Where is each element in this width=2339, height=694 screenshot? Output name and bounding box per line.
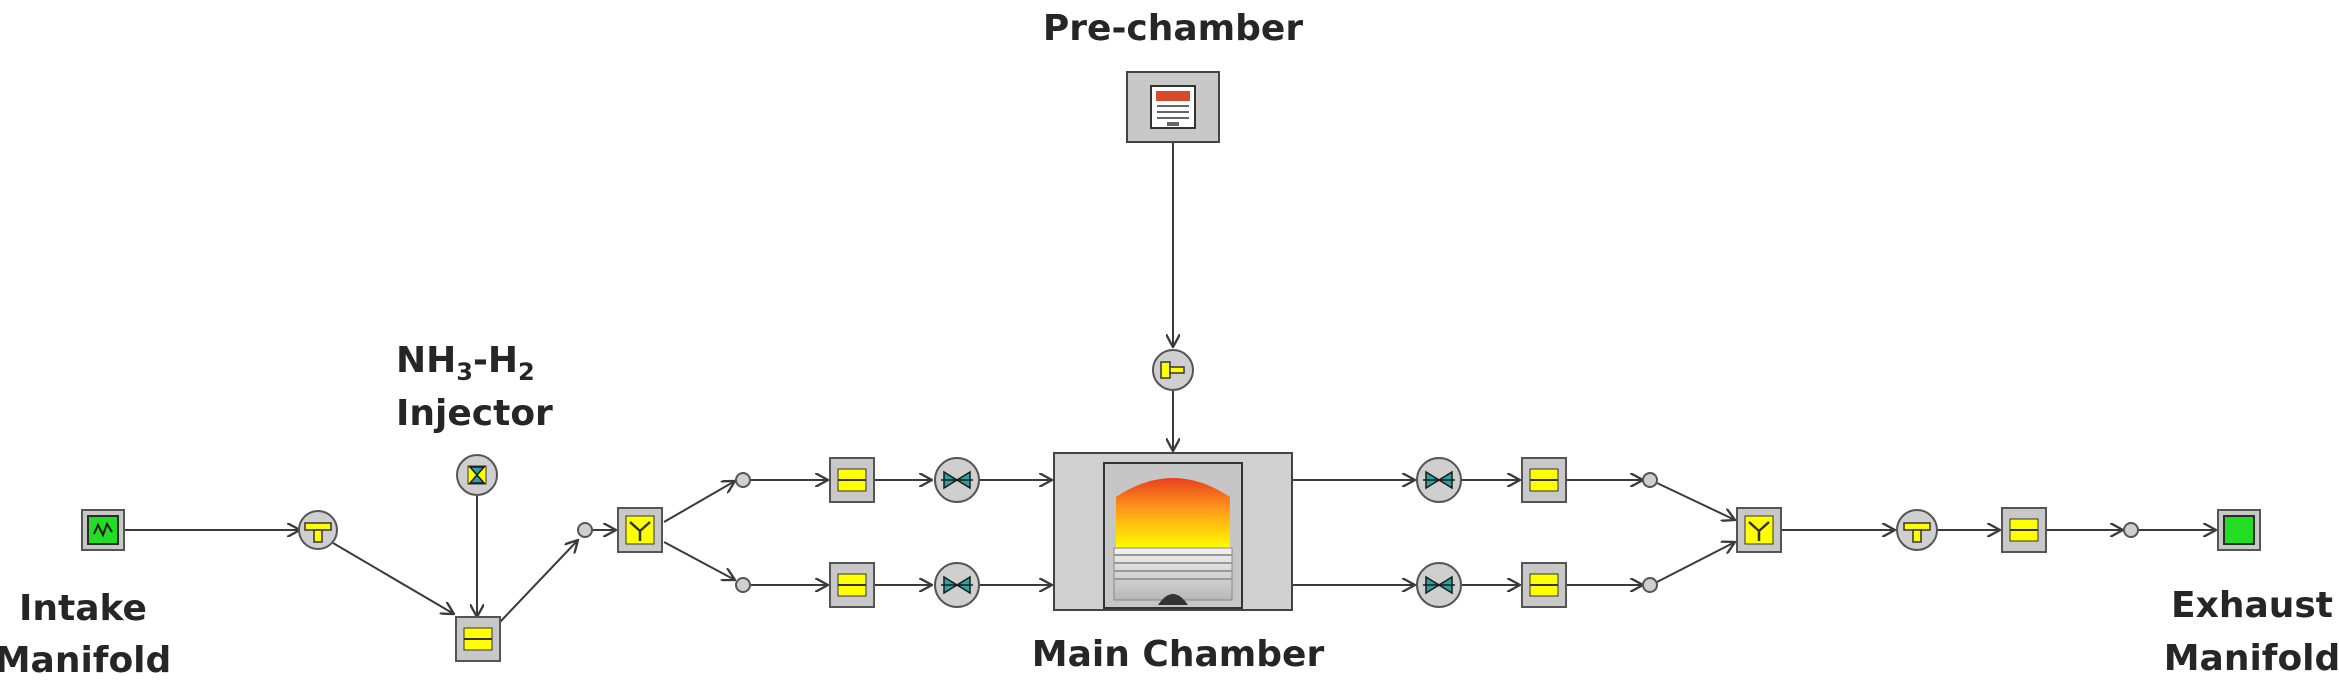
junction-icon[interactable]	[1896, 509, 1938, 551]
pipe-icon[interactable]	[2001, 507, 2047, 553]
pipe-icon[interactable]	[1521, 562, 1567, 608]
pipe-icon[interactable]	[1521, 457, 1567, 503]
injector-label-sub2: 2	[518, 358, 535, 386]
flowsplit-icon[interactable]	[617, 507, 663, 553]
intake-label-line2: Manifold	[0, 640, 171, 681]
flow-connections	[125, 143, 2216, 623]
injector-icon[interactable]	[456, 454, 498, 496]
connection-splitter-lower	[663, 541, 735, 580]
valve-icon[interactable]	[1416, 457, 1462, 503]
connection-pipe-node	[499, 540, 578, 623]
junction-node[interactable]	[735, 577, 751, 593]
connection-upper-node-merge	[1656, 482, 1735, 520]
valve-icon[interactable]	[934, 562, 980, 608]
junction-node[interactable]	[2123, 522, 2139, 538]
exhaust-label-line2: Manifold	[2164, 638, 2339, 679]
junction-node[interactable]	[577, 522, 593, 538]
pipe-icon[interactable]	[829, 457, 875, 503]
junction-icon[interactable]	[1152, 349, 1194, 391]
injector-label-nh: NH	[396, 340, 456, 381]
connection-splitter-upper	[663, 481, 735, 523]
exhaust-label-line1: Exhaust	[2171, 585, 2333, 626]
injector-label-h: -H	[473, 340, 518, 381]
prechamber-label: Pre-chamber	[1043, 8, 1303, 49]
injector-label-line2: Injector	[396, 393, 553, 434]
flowsplit-icon[interactable]	[1736, 507, 1782, 553]
injector-label-sub1: 3	[456, 358, 473, 386]
junction-node[interactable]	[735, 472, 751, 488]
injector-label-line1: NH3-H2	[396, 340, 535, 386]
junction-icon[interactable]	[298, 510, 338, 550]
valve-icon[interactable]	[934, 457, 980, 503]
pipe-icon[interactable]	[455, 616, 501, 662]
connection-lower-node-merge	[1656, 542, 1735, 583]
prechamber-icon[interactable]	[1126, 71, 1220, 143]
intake-boundary-icon[interactable]	[81, 509, 125, 551]
junction-node[interactable]	[1642, 472, 1658, 488]
cylinder-icon[interactable]	[1053, 452, 1293, 611]
pipe-icon[interactable]	[829, 562, 875, 608]
junction-node[interactable]	[1642, 577, 1658, 593]
intake-label-line1: Intake	[19, 588, 147, 629]
valve-icon[interactable]	[1416, 562, 1462, 608]
connection-junction-pipe	[332, 542, 454, 614]
main-chamber-label: Main Chamber	[1032, 634, 1325, 675]
exhaust-boundary-icon[interactable]	[2217, 509, 2261, 551]
